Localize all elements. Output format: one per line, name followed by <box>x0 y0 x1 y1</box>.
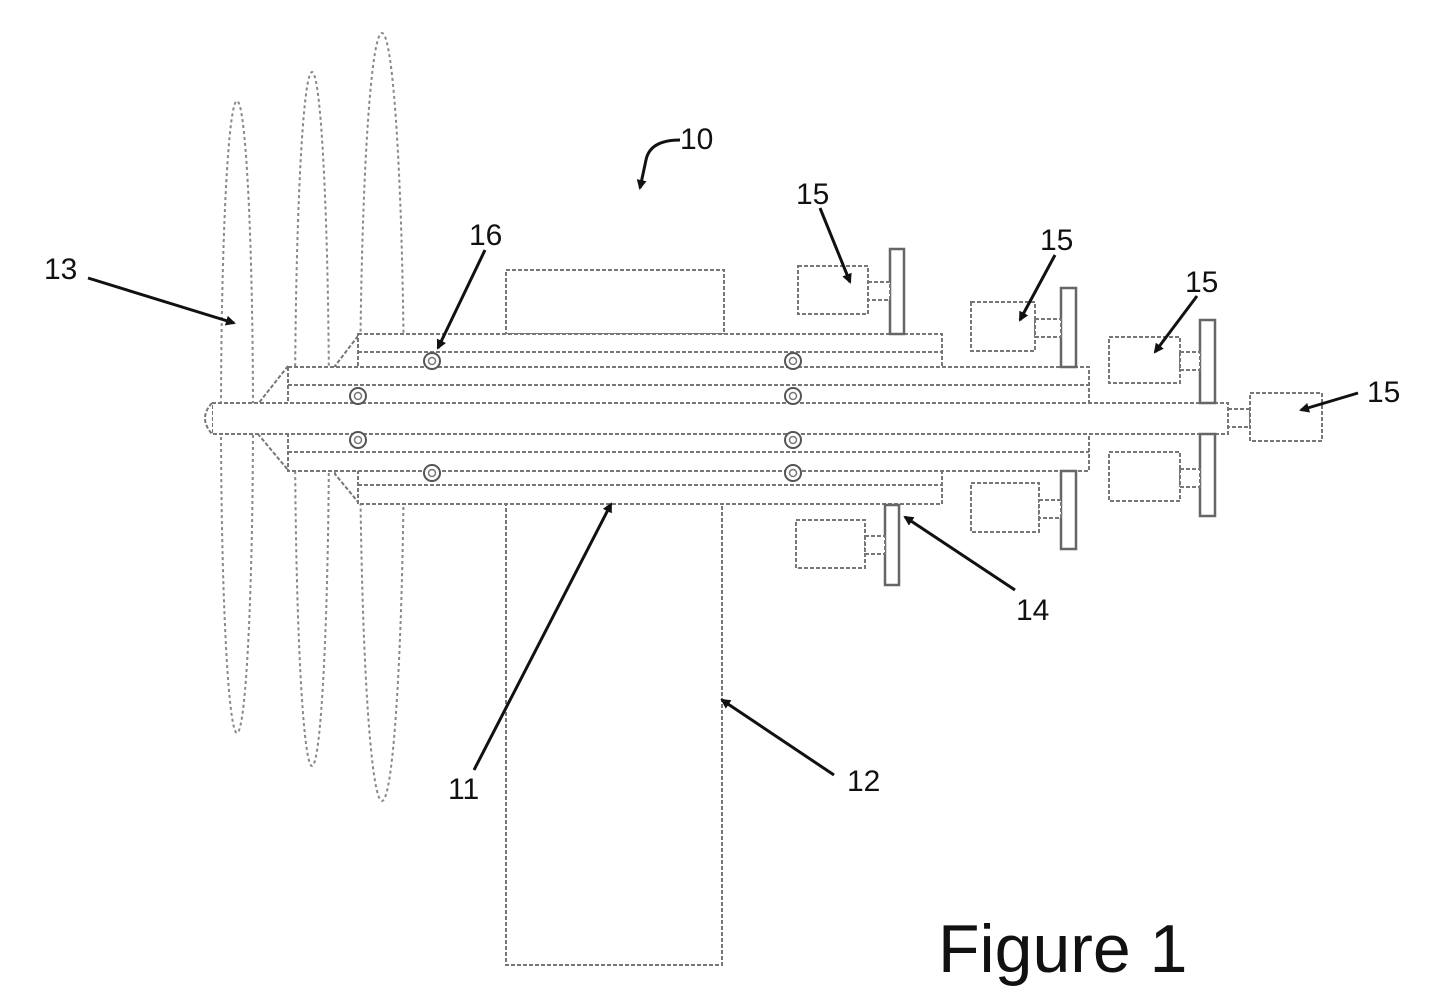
generator-box <box>971 483 1039 532</box>
figure-caption: Figure 1 <box>938 911 1187 987</box>
bearing <box>785 388 801 404</box>
leader-13 <box>88 278 234 323</box>
bearing <box>424 353 440 369</box>
label-15: 15 <box>1040 224 1073 257</box>
generator-box <box>1109 337 1180 383</box>
label-15: 15 <box>1367 376 1400 409</box>
generator-coupling <box>1039 500 1061 518</box>
generator-box <box>1250 393 1322 441</box>
gear-plate <box>1061 288 1076 367</box>
generator-box <box>796 520 865 568</box>
bearing <box>785 353 801 369</box>
label-10: 10 <box>680 123 713 156</box>
label-12: 12 <box>847 765 880 798</box>
generator-coupling <box>1180 469 1200 487</box>
label-14: 14 <box>1016 594 1049 627</box>
bearing <box>350 388 366 404</box>
generator-coupling <box>1180 352 1200 370</box>
gear-plate <box>885 505 899 585</box>
gear-plate <box>1200 434 1215 516</box>
gear-plate <box>890 249 904 334</box>
main-shaft <box>212 403 1228 434</box>
gear-plate <box>1061 471 1076 549</box>
shaft-end-coupling <box>1228 409 1250 427</box>
label-15: 15 <box>796 178 829 211</box>
leader-12 <box>722 700 834 775</box>
shaft-nose <box>205 403 212 434</box>
label-16: 16 <box>469 219 502 252</box>
label-13: 13 <box>44 253 77 286</box>
generator-box <box>1109 452 1180 501</box>
label-11: 11 <box>448 773 479 806</box>
generator-coupling <box>1035 319 1061 337</box>
generator-coupling <box>868 282 890 300</box>
leader-10 <box>640 140 680 188</box>
bearing <box>785 465 801 481</box>
generator-coupling <box>865 536 885 554</box>
tower <box>506 500 722 965</box>
leader-15b <box>1020 255 1055 320</box>
gear-plate <box>1200 320 1215 403</box>
generator-box <box>798 266 868 314</box>
nacelle-top <box>506 270 724 334</box>
label-15: 15 <box>1185 266 1218 299</box>
bearing <box>785 432 801 448</box>
bearing <box>350 432 366 448</box>
bearing <box>424 465 440 481</box>
